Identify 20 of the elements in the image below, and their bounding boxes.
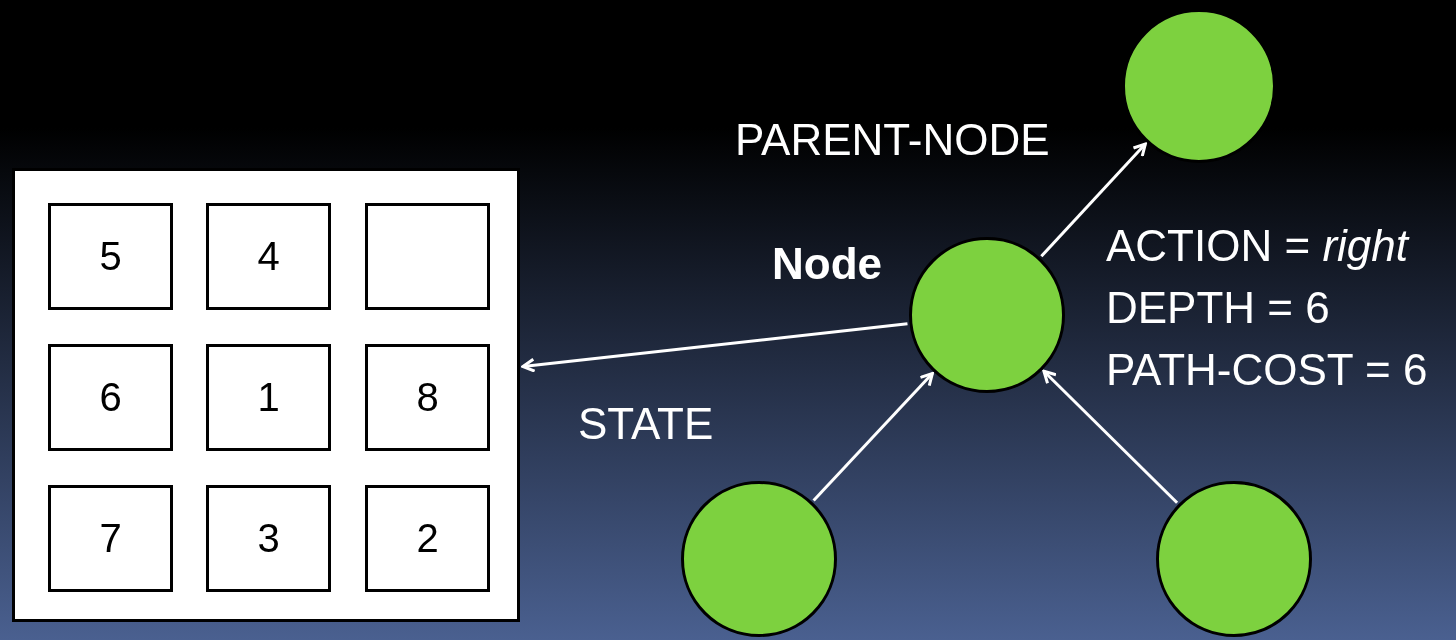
- arrow: [812, 371, 934, 502]
- puzzle-board: [12, 168, 520, 622]
- puzzle-tile: 5: [48, 203, 173, 310]
- arrow: [1042, 369, 1179, 504]
- node-attribute: PATH-COST = 6: [1106, 346, 1428, 395]
- puzzle-tile: 4: [206, 203, 331, 310]
- puzzle-tile: 8: [365, 344, 490, 451]
- arrow: [521, 322, 908, 373]
- puzzle-tile: 6: [48, 344, 173, 451]
- puzzle-tile: [365, 203, 490, 310]
- arrow: [1040, 142, 1147, 258]
- node-label: Node: [772, 240, 882, 289]
- edge-label: PARENT-NODE: [735, 116, 1050, 165]
- puzzle-tile: 7: [48, 485, 173, 592]
- puzzle-tile: 2: [365, 485, 490, 592]
- node-attribute: DEPTH = 6: [1106, 284, 1330, 333]
- node-attribute: ACTION = right: [1106, 222, 1408, 271]
- edge-label: STATE: [578, 400, 714, 449]
- puzzle-tile: 1: [206, 344, 331, 451]
- puzzle-tile: 3: [206, 485, 331, 592]
